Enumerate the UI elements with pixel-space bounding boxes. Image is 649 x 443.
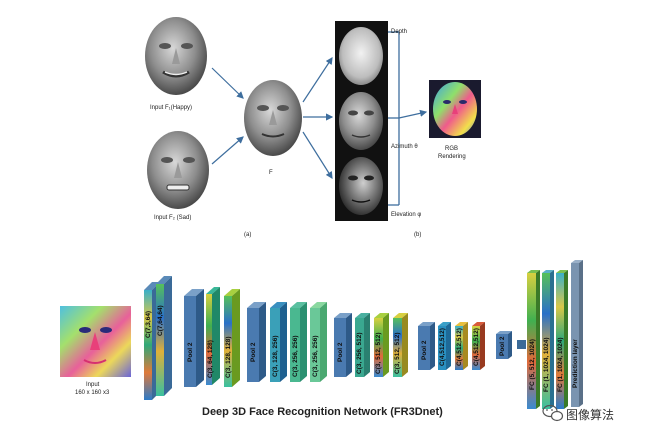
layer-label-2: Pool 2 bbox=[187, 342, 194, 362]
happy-face-image bbox=[145, 17, 207, 95]
happy-input-label: Input F₁(Happy) bbox=[150, 105, 192, 111]
network-title: Deep 3D Face Recognition Network (FR3Dne… bbox=[202, 406, 443, 418]
network-input-image bbox=[60, 306, 131, 377]
layer-block-3 bbox=[206, 287, 220, 385]
arrow-to-rgb bbox=[398, 109, 428, 119]
rendering-label: Rendering bbox=[438, 154, 466, 160]
layer-label-1: C(7,64,64) bbox=[157, 305, 164, 336]
layer-block-13 bbox=[418, 322, 435, 370]
layer-label-13: Pool 2 bbox=[421, 340, 428, 360]
layer-block-18 bbox=[527, 270, 540, 409]
layer-block-11 bbox=[374, 313, 389, 377]
sad-face-image bbox=[147, 131, 209, 209]
layer-block-19 bbox=[542, 270, 554, 409]
elevation-map-image bbox=[339, 157, 383, 215]
watermark: 图像算法 bbox=[542, 404, 614, 422]
layer-label-6: C(3, 128, 256) bbox=[272, 335, 279, 377]
panel-a-caption: (a) bbox=[244, 232, 251, 238]
panel-a: Input F₁(Happy) Input F₂ (Sad) F (a) bbox=[145, 17, 302, 238]
layer-block-6 bbox=[270, 302, 287, 382]
layer-label-8: C(3, 256, 256) bbox=[312, 335, 319, 377]
layer-label-0: C(7,3,64) bbox=[145, 311, 152, 338]
input-size-label: 160 x 160 x3 bbox=[75, 390, 110, 396]
azimuth-label: Azimuth θ bbox=[391, 144, 418, 150]
layer-label-12: C(3, 512, 512) bbox=[394, 332, 401, 374]
elevation-label: Elevation φ bbox=[391, 212, 421, 218]
layer-label-20: FC (1, 1024, 1024) bbox=[557, 337, 564, 392]
connector-block bbox=[517, 340, 526, 349]
layer-label-21: Prediction layer bbox=[572, 339, 579, 388]
layer-label-18: FC (5, 512, 1024) bbox=[529, 339, 536, 390]
depth-label: Depth bbox=[391, 29, 407, 35]
input-label: Input bbox=[86, 382, 100, 388]
layer-block-8 bbox=[310, 302, 327, 382]
layer-label-14: C(4,512,512) bbox=[439, 328, 446, 366]
layer-label-4: C(3, 128, 128) bbox=[225, 336, 232, 378]
wechat-icon bbox=[542, 404, 564, 422]
layer-block-15 bbox=[455, 322, 468, 370]
sad-input-label: Input F₂ (Sad) bbox=[154, 215, 191, 221]
layer-block-14 bbox=[438, 322, 451, 370]
panel-b-caption: (b) bbox=[414, 232, 421, 238]
layer-block-5 bbox=[247, 302, 266, 382]
arrow-sad-to-merged bbox=[211, 136, 244, 165]
panel-b: Depth Azimuth θ Elevation φ RGB Renderin… bbox=[302, 21, 481, 238]
layer-label-11: C(3, 512, 512) bbox=[375, 332, 382, 374]
layer-label-19: FC (1, 1024, 1024) bbox=[543, 337, 550, 392]
azimuth-map-image bbox=[339, 92, 383, 150]
merged-face-image bbox=[244, 80, 302, 156]
layer-block-9 bbox=[334, 313, 352, 377]
layer-block-10 bbox=[355, 313, 370, 377]
arrow-merged-to-depth bbox=[302, 56, 333, 103]
layer-label-7: C(3, 256, 256) bbox=[292, 335, 299, 377]
layer-block-12 bbox=[393, 313, 408, 377]
layer-block-21 bbox=[571, 260, 583, 407]
layer-block-17 bbox=[496, 331, 512, 359]
watermark-text: 图像算法 bbox=[566, 407, 614, 422]
layer-label-16: C(4,512,512) bbox=[473, 328, 480, 366]
arrow-merged-to-elevation bbox=[302, 131, 333, 180]
layer-label-9: Pool 2 bbox=[337, 342, 344, 362]
rgb-label: RGB bbox=[445, 146, 458, 152]
layer-block-7 bbox=[290, 302, 307, 382]
layer-block-1 bbox=[156, 276, 172, 396]
layer-label-15: C(4,512,512) bbox=[456, 328, 463, 366]
layer-block-20 bbox=[556, 270, 568, 409]
layer-block-16 bbox=[472, 322, 485, 370]
layer-block-4 bbox=[224, 289, 240, 387]
layer-label-3: C(3, 64, 128) bbox=[207, 340, 214, 378]
arrow-happy-to-merged bbox=[211, 67, 244, 99]
layer-label-10: C(3, 256, 512) bbox=[356, 332, 363, 374]
layer-label-17: Pool 2 bbox=[499, 336, 506, 356]
network-diagram: Input 160 x 160 x3 C(7,3,64) C(7,64,64) … bbox=[60, 260, 583, 418]
merged-face-label: F bbox=[269, 170, 273, 176]
layer-block-2 bbox=[184, 289, 204, 387]
depth-map-image bbox=[339, 27, 383, 85]
layer-label-5: Pool 2 bbox=[250, 342, 257, 362]
rgb-rendering-image bbox=[429, 80, 481, 138]
